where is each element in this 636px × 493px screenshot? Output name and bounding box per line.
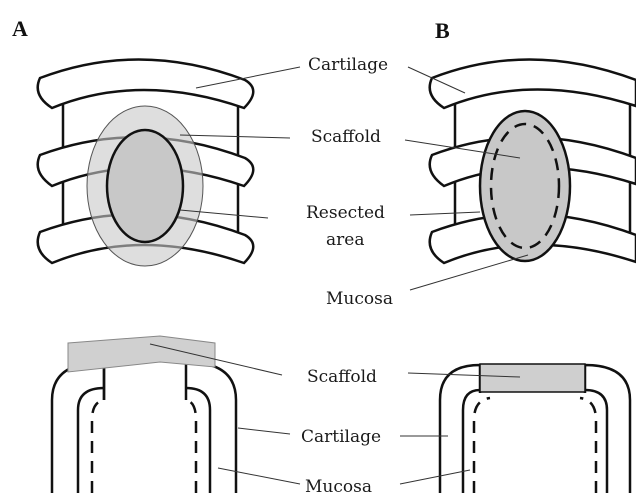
cartilage-ring (430, 59, 636, 108)
label-resected-line1: Resected (306, 203, 385, 223)
panel-label-b: B (435, 18, 450, 43)
label-scaffold-top: Scaffold (311, 127, 381, 147)
mucosa-a-dashed (92, 400, 104, 493)
mucosa-b-dashed-cross (474, 398, 490, 493)
label-mucosa-bottom: Mucosa (305, 477, 372, 493)
label-resected-line2: area (326, 230, 364, 250)
label-scaffold-bottom: Scaffold (307, 367, 377, 387)
mucosa-b-dashed-cross (580, 398, 596, 493)
scaffold-b (480, 111, 570, 261)
cartilage-ring (38, 59, 254, 108)
scaffold-b-cross-section (480, 364, 585, 392)
resected-area (107, 130, 183, 242)
label-cartilage-top: Cartilage (308, 55, 388, 75)
label-cartilage-bottom: Cartilage (301, 427, 381, 447)
panel-a-cross-section (52, 362, 236, 493)
mucosa-a-dashed (186, 400, 196, 493)
panel-label-a: A (12, 16, 28, 41)
label-mucosa-top: Mucosa (326, 289, 393, 309)
